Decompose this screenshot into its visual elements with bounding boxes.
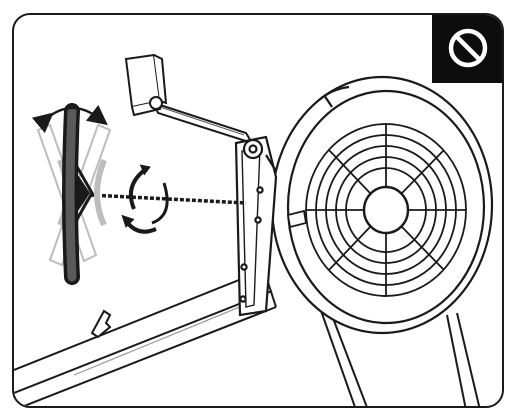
support-legs bbox=[318, 304, 481, 406]
rotation-arrow-top bbox=[31, 104, 108, 134]
rail-bracket bbox=[90, 309, 112, 339]
fan-cage bbox=[305, 123, 467, 297]
illustration-panel bbox=[12, 13, 504, 408]
rail bbox=[14, 269, 277, 406]
monitor-arm bbox=[152, 101, 255, 145]
monitor bbox=[124, 53, 168, 117]
front-frame bbox=[234, 135, 278, 317]
housing-tab bbox=[286, 209, 308, 229]
rowing-machine-illustration bbox=[14, 53, 494, 406]
fan-housing bbox=[270, 75, 494, 335]
prohibition-badge bbox=[432, 15, 502, 83]
twist-arrow bbox=[121, 164, 169, 234]
prohibition-icon bbox=[448, 28, 488, 68]
